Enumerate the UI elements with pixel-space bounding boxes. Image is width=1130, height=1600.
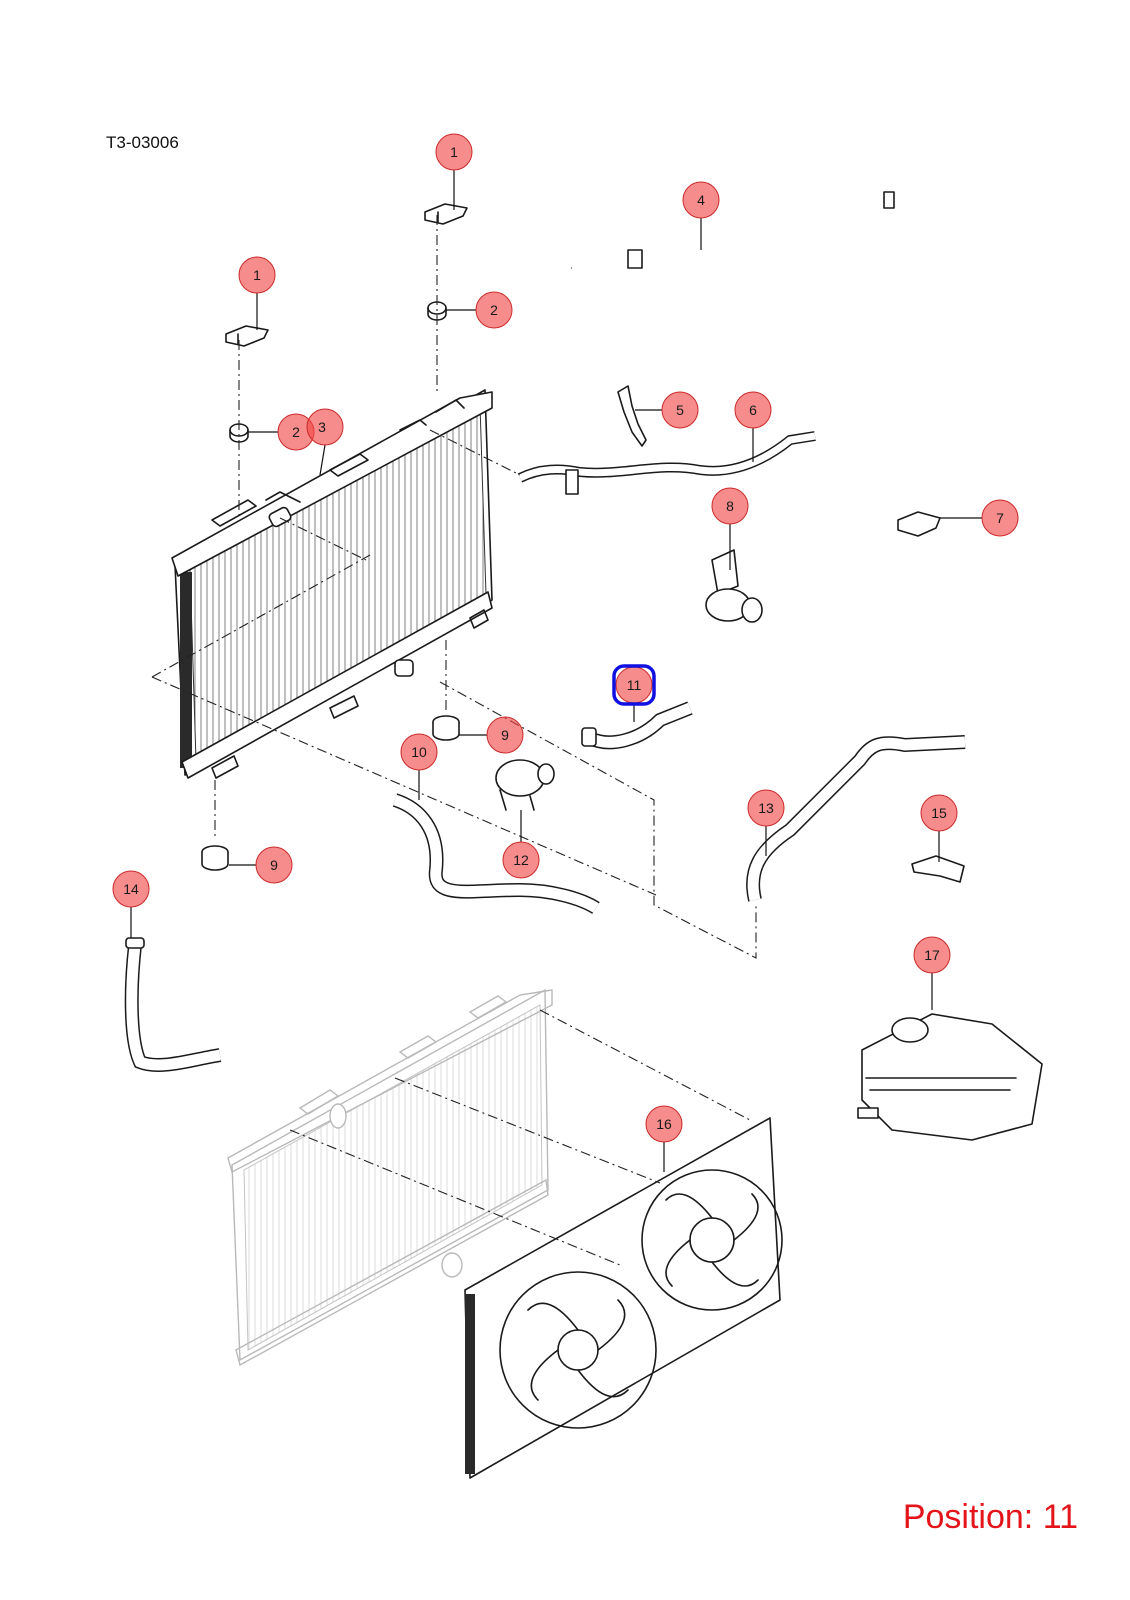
svg-text:1: 1 — [253, 267, 261, 283]
callout-2a[interactable]: 2 — [475, 291, 513, 329]
svg-text:8: 8 — [726, 498, 734, 514]
clip-15[interactable] — [911, 855, 965, 883]
svg-text:13: 13 — [758, 800, 774, 816]
svg-text:7: 7 — [996, 510, 1004, 526]
callout-5[interactable]: 5 — [661, 391, 699, 429]
svg-text:3: 3 — [318, 419, 326, 435]
svg-text:17: 17 — [924, 947, 940, 963]
callout-7[interactable]: 7 — [981, 499, 1019, 537]
bushing-upper-right[interactable] — [427, 301, 447, 321]
svg-text:5: 5 — [676, 402, 684, 418]
callout-10[interactable]: 10 — [400, 733, 438, 771]
callout-13[interactable]: 13 — [747, 789, 785, 827]
callout-17[interactable]: 17 — [913, 936, 951, 974]
upper-bracket-right[interactable] — [424, 203, 468, 225]
fan-shroud[interactable] — [464, 1117, 783, 1479]
ghost-radiator — [227, 988, 553, 1367]
svg-text:2: 2 — [490, 302, 498, 318]
callout-balloons: 1 1 2 2 3 4 5 6 7 8 9 9 10 11 12 13 14 1… — [112, 133, 1019, 1143]
hose-11[interactable] — [581, 701, 693, 750]
upper-bracket-left[interactable] — [225, 325, 269, 347]
svg-text:1: 1 — [450, 144, 458, 160]
lower-hose-10[interactable] — [392, 793, 600, 915]
bracket-7[interactable] — [897, 511, 941, 537]
reservoir[interactable] — [857, 1013, 1043, 1141]
callout-9b[interactable]: 9 — [255, 846, 293, 884]
position-readout: Position: 11 — [902, 1498, 1078, 1536]
svg-text:9: 9 — [270, 857, 278, 873]
callout-1a[interactable]: 1 — [435, 133, 473, 171]
leader-lines — [130, 170, 982, 1172]
clip-5[interactable] — [617, 385, 647, 447]
svg-text:12: 12 — [513, 852, 529, 868]
callout-11[interactable]: 11 — [615, 666, 653, 704]
svg-text:10: 10 — [411, 744, 427, 760]
aux-pump-8[interactable] — [705, 549, 763, 623]
callout-9a[interactable]: 9 — [486, 716, 524, 754]
heater-hose-4[interactable] — [571, 191, 895, 273]
bushing-lower-left[interactable] — [201, 845, 229, 871]
svg-text:16: 16 — [656, 1116, 672, 1132]
bushing-lower-mid[interactable] — [432, 715, 460, 741]
svg-text:6: 6 — [749, 402, 757, 418]
callout-12[interactable]: 12 — [502, 841, 540, 879]
svg-text:15: 15 — [931, 805, 947, 821]
hose-14[interactable] — [124, 937, 222, 1072]
selected-callout-highlight — [612, 664, 656, 706]
svg-text:14: 14 — [123, 881, 139, 897]
callout-8[interactable]: 8 — [711, 487, 749, 525]
diagram-code: T3-03006 — [106, 133, 179, 152]
upper-hose-6[interactable] — [517, 431, 816, 495]
hose-13[interactable] — [746, 735, 966, 902]
radiator[interactable] — [171, 389, 493, 779]
callout-4[interactable]: 4 — [682, 181, 720, 219]
svg-text:11: 11 — [627, 677, 642, 693]
callout-1b[interactable]: 1 — [238, 256, 276, 294]
svg-text:4: 4 — [697, 192, 705, 208]
callout-16[interactable]: 16 — [645, 1105, 683, 1143]
assembly-lines — [151, 215, 757, 1266]
svg-text:2: 2 — [292, 424, 300, 440]
callout-15[interactable]: 15 — [920, 794, 958, 832]
callout-14[interactable]: 14 — [112, 870, 150, 908]
svg-text:9: 9 — [501, 727, 509, 743]
pump-12[interactable] — [495, 759, 555, 811]
callout-3[interactable]: 3 — [306, 408, 344, 446]
callout-6[interactable]: 6 — [734, 391, 772, 429]
